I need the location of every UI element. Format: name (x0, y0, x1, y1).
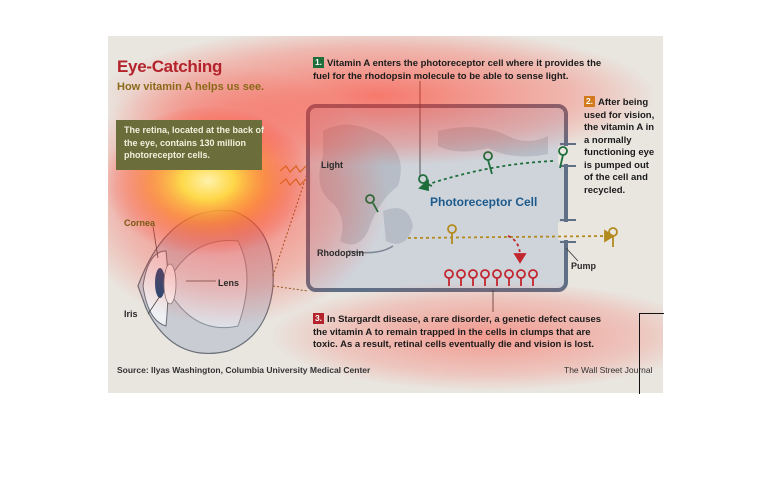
step-2-number: 2. (584, 96, 595, 107)
label-iris: Iris (124, 309, 138, 319)
step-3-text: In Stargardt disease, a rare disorder, a… (313, 314, 602, 350)
step-2-text: After being used for vision, the vitamin… (584, 97, 655, 196)
step-1-note: 1.Vitamin A enters the photoreceptor cel… (313, 57, 613, 83)
retina-note: The retina, located at the back of the e… (124, 125, 265, 160)
step-2-note: 2.After being used for vision, the vitam… (584, 96, 656, 197)
step-3-note: 3.In Stargardt disease, a rare disorder,… (313, 313, 613, 352)
label-lens: Lens (218, 278, 240, 288)
page-subtitle: How vitamin A helps us see. (117, 81, 265, 93)
label-photoreceptor-cell: Photoreceptor Cell (430, 195, 538, 209)
label-pump: Pump (571, 261, 597, 271)
publisher-credit: The Wall Street Journal (564, 365, 653, 375)
label-light: Light (321, 160, 343, 170)
retina-note-box: The retina, located at the back of the e… (116, 120, 264, 170)
label-cornea: Cornea (124, 218, 156, 228)
corner-frame-line (639, 313, 664, 394)
page-title: Eye-Catching (117, 57, 223, 76)
label-rhodopsin: Rhodopsin (317, 248, 364, 258)
step-1-text: Vitamin A enters the photoreceptor cell … (313, 58, 602, 82)
source-line: Source: Ilyas Washington, Columbia Unive… (117, 365, 371, 375)
eye-illustration (137, 209, 274, 355)
vitamin-a-molecules-gold (407, 224, 618, 247)
step-3-number: 3. (313, 313, 324, 324)
step-1-number: 1. (313, 57, 324, 68)
infographic-panel: Eye-Catching How vitamin A helps us see.… (108, 36, 663, 393)
light-rays (279, 165, 307, 186)
